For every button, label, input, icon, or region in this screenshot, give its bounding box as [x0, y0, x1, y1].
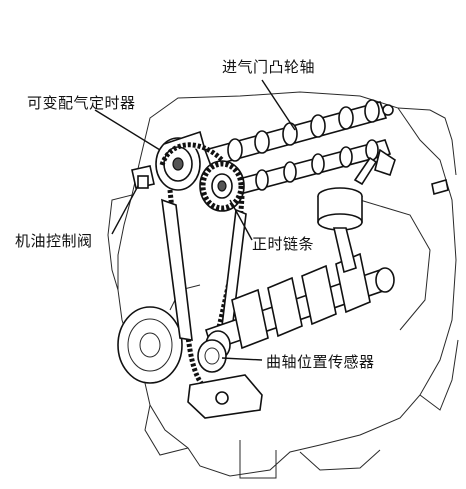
intake-camshaft — [203, 99, 394, 167]
leader-intake-camshaft — [261, 79, 296, 131]
engine-block-outline — [107, 91, 459, 479]
leader-crank-sensor — [221, 357, 263, 361]
label-crank-position-sensor: 曲轴位置传感器 — [266, 353, 375, 371]
label-oil-control-valve: 机油控制阀 — [15, 232, 93, 250]
exhaust-camshaft — [233, 139, 396, 195]
cam-sprocket — [199, 160, 245, 212]
leader-lines — [94, 79, 296, 361]
label-vvt: 可变配气定时器 — [27, 94, 136, 112]
label-intake-camshaft: 进气门凸轮轴 — [222, 58, 316, 76]
front-pulley — [117, 306, 183, 384]
leader-timing-chain — [229, 199, 253, 241]
chain-guides — [161, 198, 247, 341]
side-bolt — [431, 178, 449, 196]
oil-pump — [187, 374, 263, 419]
oil-control-valve — [131, 165, 155, 189]
leader-oil-control-valve — [111, 185, 139, 235]
piston — [317, 156, 378, 274]
crank-sprocket — [197, 339, 227, 373]
vvt-unit — [155, 130, 206, 191]
label-timing-chain: 正时链条 — [252, 235, 315, 253]
leader-vvt — [94, 109, 161, 151]
